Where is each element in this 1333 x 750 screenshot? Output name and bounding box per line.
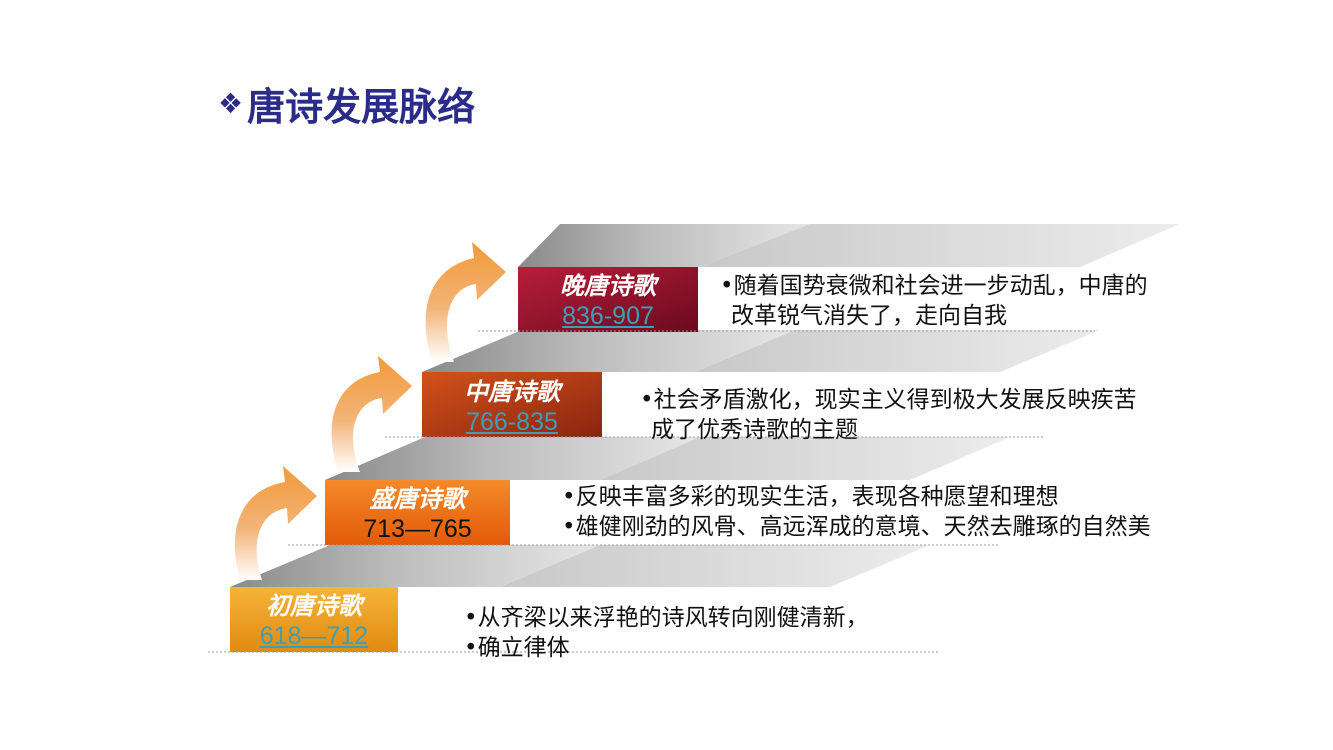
curved-arrow-icon: [425, 242, 506, 362]
description-line: 改革锐气消失了，走向自我: [731, 303, 1007, 329]
stage-name: 晚唐诗歌: [560, 272, 656, 300]
step-surface-2: [325, 437, 1010, 480]
stage-description-3: •社会矛盾激化，现实主义得到极大发展反映疾苦 成了优秀诗歌的主题: [640, 385, 1137, 445]
description-line: •从齐梁以来浮艳的诗风转向刚健清新，: [464, 605, 869, 631]
description-line: •反映丰富多彩的现实生活，表现各种愿望和理想: [562, 484, 1059, 510]
stage-name: 盛唐诗歌: [369, 485, 466, 513]
page-title: ❖ 唐诗发展脉络: [218, 76, 475, 131]
stage-period-link[interactable]: 766-835: [466, 408, 558, 436]
step-surface-4: [518, 224, 1180, 267]
description-line: •确立律体: [464, 635, 570, 661]
stage-name: 初唐诗歌: [266, 592, 362, 620]
stage-label-2: 盛唐诗歌 713—765: [325, 484, 510, 544]
stage-period: 713—765: [363, 515, 472, 543]
description-line: 成了优秀诗歌的主题: [651, 417, 858, 443]
stage-label-3: 中唐诗歌 766-835: [422, 377, 602, 437]
stage-period-link[interactable]: 618—712: [259, 622, 369, 650]
stage-description-2: •反映丰富多彩的现实生活，表现各种愿望和理想 •雄健刚劲的风骨、高远浑成的意境、…: [562, 482, 1151, 542]
stage-box-1: [230, 587, 398, 652]
description-line: •社会矛盾激化，现实主义得到极大发展反映疾苦: [640, 387, 1137, 413]
title-text: 唐诗发展脉络: [247, 85, 476, 129]
step-surface-3: [422, 330, 1100, 372]
description-line: •随着国势衰微和社会进一步动乱，中唐的: [720, 273, 1148, 299]
curved-arrow-icon: [234, 466, 317, 580]
baseline-dots: [208, 330, 1095, 653]
diamond-bullet-icon: ❖: [218, 87, 244, 120]
stage-name: 中唐诗歌: [464, 378, 560, 406]
description-line: •雄健刚劲的风骨、高远浑成的意境、天然去雕琢的自然美: [562, 514, 1151, 540]
stage-period-link[interactable]: 836-907: [562, 302, 654, 330]
stage-box-2: [325, 480, 510, 545]
stage-description-1: •从齐梁以来浮艳的诗风转向刚健清新， •确立律体: [464, 603, 869, 663]
stage-label-1: 初唐诗歌 618—712: [230, 591, 398, 651]
step-surface-1: [230, 545, 930, 587]
stage-label-4: 晚唐诗歌 836-907: [518, 271, 698, 331]
stage-box-4: [518, 267, 698, 332]
stage-box-3: [422, 372, 602, 437]
stage-description-4: •随着国势衰微和社会进一步动乱，中唐的 改革锐气消失了，走向自我: [720, 271, 1148, 331]
curved-arrow-icon: [331, 356, 412, 472]
